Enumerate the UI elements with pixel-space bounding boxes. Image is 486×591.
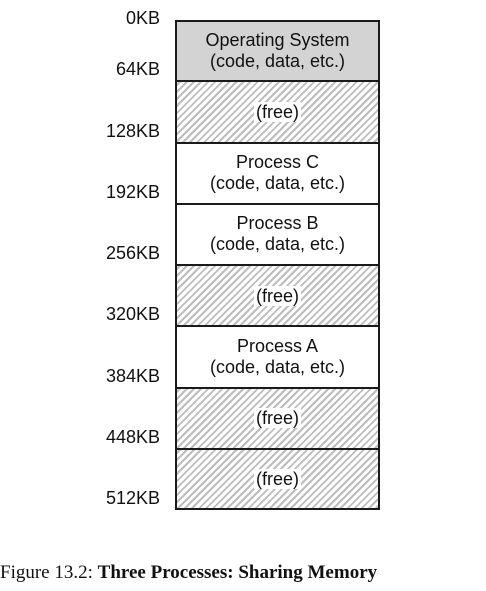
block-divider	[175, 325, 380, 328]
block-label: (free)	[253, 408, 301, 429]
address-label: 512KB	[105, 488, 160, 508]
free-block: (free)	[175, 81, 380, 143]
block-divider	[175, 202, 380, 205]
block-label: (free)	[253, 101, 301, 122]
free-block: (free)	[175, 387, 380, 449]
block-label: (free)	[253, 285, 301, 306]
block-label: (free)	[253, 469, 301, 490]
process-block: Process C(code, data, etc.)	[175, 142, 380, 204]
process-block: Process A(code, data, etc.)	[175, 326, 380, 388]
block-label: (code, data, etc.)	[209, 234, 346, 255]
caption-prefix: Figure 13.2:	[0, 562, 98, 583]
caption-title: Three Processes: Sharing Memory	[97, 562, 378, 583]
block-label: Process C	[235, 152, 320, 173]
block-label: (code, data, etc.)	[209, 50, 346, 71]
figure-caption: Figure 13.2: Three Processes: Sharing Me…	[0, 562, 486, 584]
block-divider	[175, 447, 380, 450]
address-label: 448KB	[105, 426, 160, 447]
address-label: 256KB	[105, 243, 160, 263]
address-label: 0KB	[125, 8, 160, 28]
process-block: Process B(code, data, etc.)	[175, 203, 380, 265]
block-divider	[175, 80, 380, 83]
os-block: Operating System(code, data, etc.)	[175, 20, 380, 82]
block-divider	[175, 386, 380, 389]
block-label: Process B	[236, 213, 319, 234]
block-label: Operating System	[205, 29, 350, 50]
block-label: (code, data, etc.)	[209, 173, 346, 194]
block-divider	[175, 141, 380, 144]
address-label: 320KB	[105, 304, 160, 325]
block-label: Process A	[236, 335, 319, 356]
free-block: (free)	[175, 265, 380, 327]
address-label: 64KB	[115, 59, 160, 80]
address-label: 128KB	[105, 120, 160, 141]
address-label: 192KB	[105, 181, 160, 202]
block-label: (code, data, etc.)	[209, 356, 346, 377]
block-divider	[175, 264, 380, 266]
free-block: (free)	[175, 448, 380, 510]
address-label: 384KB	[105, 365, 160, 386]
